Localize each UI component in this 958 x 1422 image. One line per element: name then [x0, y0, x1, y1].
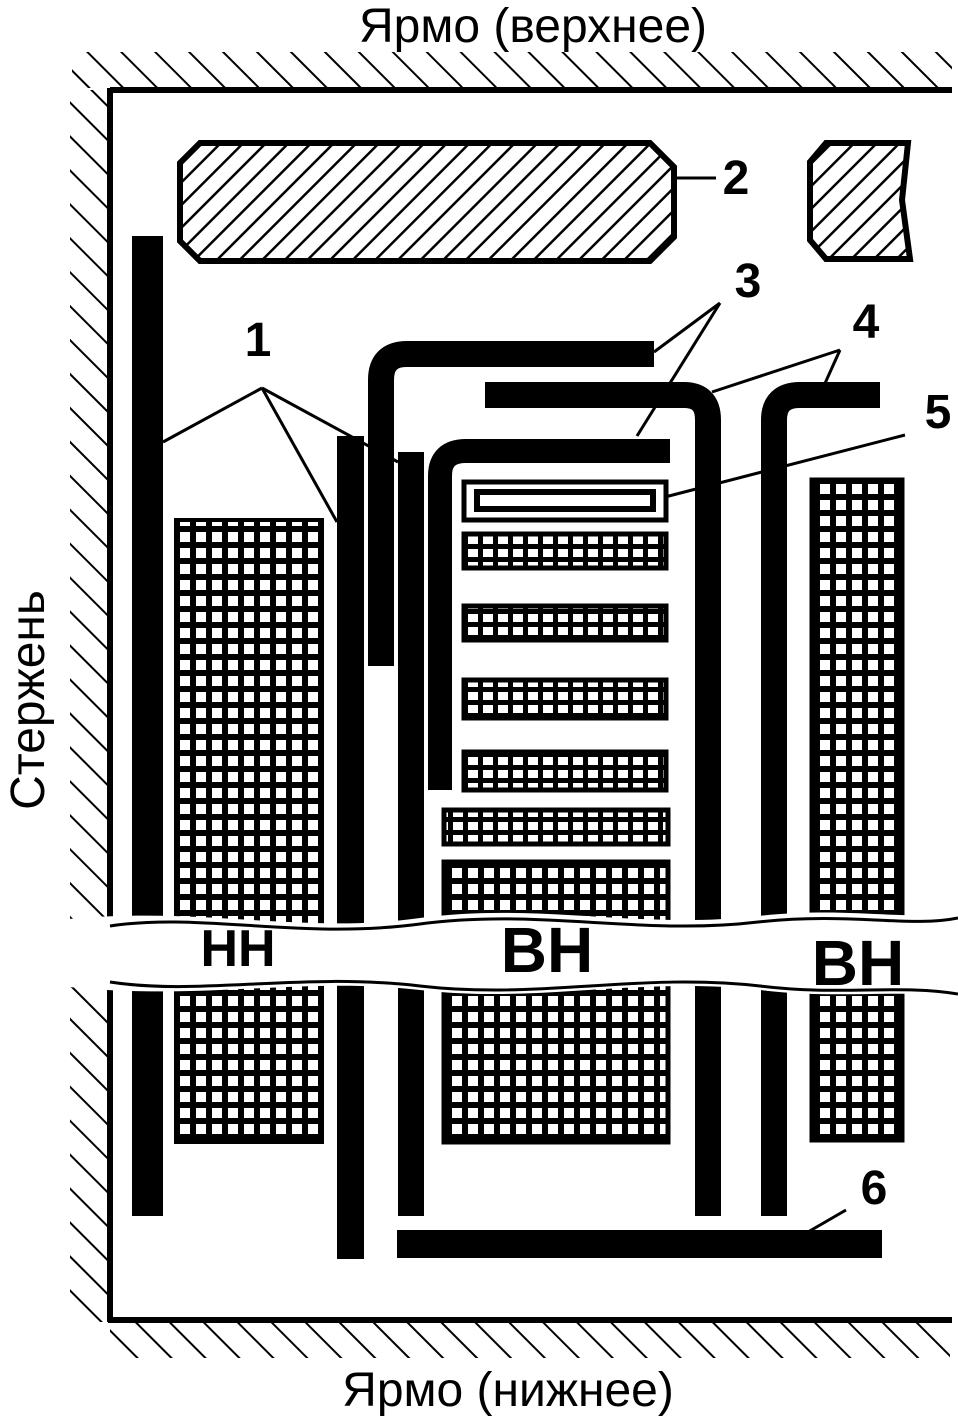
- cylinder-core-lv: [132, 236, 163, 1216]
- barrier-angle-neighbour: [761, 382, 880, 1216]
- yoke-top-label: Ярмо (верхнее): [359, 0, 707, 53]
- break-line-bottom: [109, 979, 958, 996]
- hv-disc: [461, 677, 669, 721]
- yoke-insulation-block: [177, 140, 677, 264]
- break-band: [60, 912, 958, 998]
- callout-2: 2: [723, 152, 750, 205]
- bottom-insulation-plate: [397, 1230, 882, 1258]
- core-label: Стержень: [2, 590, 55, 810]
- hv-winding-neighbour: [809, 477, 905, 1143]
- hv-winding-main: [441, 859, 671, 1145]
- callout-1: 1: [245, 314, 272, 367]
- callout-6: 6: [861, 1162, 888, 1215]
- cylinder-lv-hv-outer: [337, 436, 364, 1259]
- barrier-angle-hv: [485, 382, 721, 1216]
- hv-winding: [441, 479, 671, 1145]
- yoke-bottom-label: Ярмо (нижнее): [342, 1364, 674, 1417]
- leader-lines: [162, 176, 906, 1234]
- callout-4: 4: [853, 296, 880, 349]
- hv-neighbour-label: ВН: [812, 927, 904, 999]
- yoke-top-wall: [72, 52, 952, 93]
- hv-shield-ring-core: [474, 489, 656, 512]
- hv-winding-label: ВН: [501, 914, 593, 986]
- lv-winding-label: НН: [200, 920, 275, 978]
- hv-disc: [461, 603, 669, 643]
- callout-3: 3: [735, 255, 762, 308]
- callout-5: 5: [925, 386, 952, 439]
- hv-disc: [461, 749, 669, 793]
- core-wall: [70, 88, 113, 1322]
- angle-ring-inner: [428, 439, 670, 790]
- angle-ring-outer: [368, 341, 654, 666]
- yoke-insulation-block-neighbour: [807, 140, 914, 262]
- lv-winding: [174, 518, 324, 1144]
- break-line-top: [109, 916, 958, 931]
- hv-disc: [461, 531, 669, 571]
- cylinder-lv-hv-inner: [398, 452, 424, 1216]
- yoke-bottom-wall: [108, 1317, 952, 1358]
- hv-disc: [441, 807, 671, 847]
